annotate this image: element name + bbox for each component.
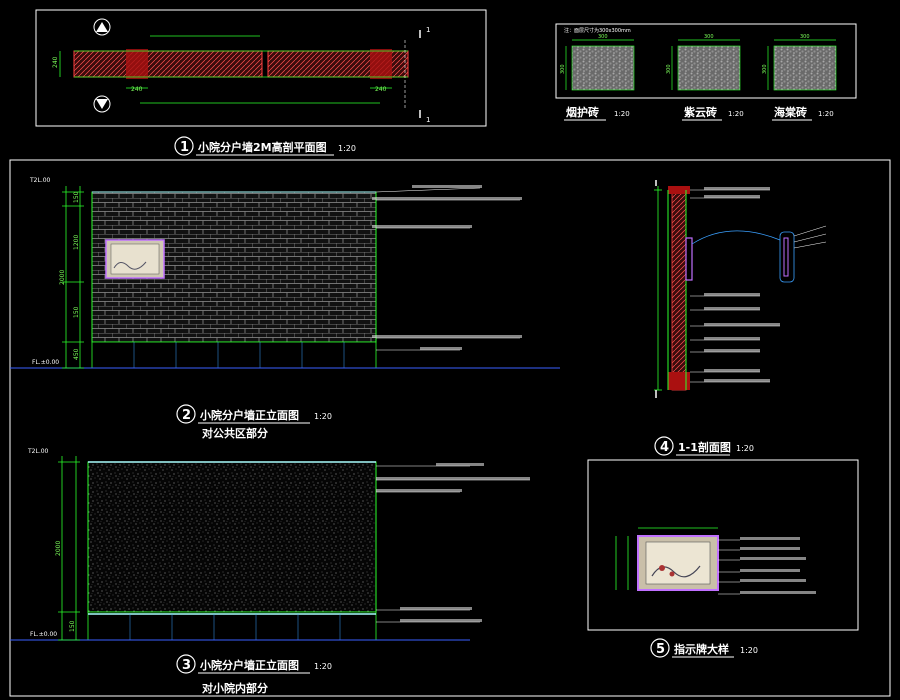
- view3-number: 3: [182, 658, 191, 673]
- swatch3-name: 海棠砖: [774, 105, 807, 119]
- elev2-bottom-level: FL.±0.00: [32, 359, 59, 366]
- plan-dim-right: 240: [375, 86, 387, 93]
- view1-title: 小院分户墙2M高剖平面图: [197, 140, 327, 154]
- view3-scale: 1:20: [314, 662, 332, 671]
- elev3-dim-base: 150: [69, 620, 76, 632]
- main-frame: [9, 159, 891, 697]
- view1-number: 1: [180, 140, 189, 155]
- plan-dim-left: 240: [131, 86, 143, 93]
- swatch-header-note: 注：面层尺寸为300x300mm: [564, 27, 631, 34]
- swatch2-width: 300: [704, 34, 714, 40]
- swatch3-scale: 1:20: [818, 110, 834, 118]
- view2-number: 2: [182, 408, 191, 423]
- swatch2-height: 300: [666, 64, 672, 74]
- section-view: [654, 180, 827, 398]
- plan-view: [35, 9, 487, 127]
- elev2-dim-lower: 150: [73, 306, 80, 318]
- view1-scale: 1:20: [338, 144, 356, 153]
- swatch1-height: 300: [560, 64, 566, 74]
- plan-dim-thickness: 240: [52, 56, 59, 68]
- swatch2-scale: 1:20: [728, 110, 744, 118]
- plan-section-mark-top: 1: [426, 26, 430, 34]
- elev2-dim-base: 450: [73, 348, 80, 360]
- view5-title: 指示牌大样: [674, 642, 729, 656]
- swatch1-scale: 1:20: [614, 110, 630, 118]
- swatch1-name: 烟护砖: [566, 105, 599, 119]
- view2-subtitle: 对公共区部分: [202, 426, 268, 440]
- elev3-dim-total: 2000: [55, 541, 62, 556]
- plan-section-mark-bottom: 1: [426, 116, 430, 124]
- sign-detail-view: [587, 459, 859, 631]
- elev2-top-level: T2L.00: [29, 177, 51, 184]
- swatch3-width: 300: [800, 34, 810, 40]
- elev2-dim-upper: 1200: [73, 235, 80, 250]
- view4-title: 1-1剖面图: [678, 440, 731, 454]
- view3-subtitle: 对小院内部分: [202, 681, 268, 695]
- view4-number: 4: [660, 440, 669, 455]
- swatch3-height: 300: [762, 64, 768, 74]
- swatch2-name: 紫云砖: [684, 105, 717, 119]
- view5-number: 5: [656, 642, 665, 657]
- elev2-dim-top: 150: [73, 191, 80, 203]
- elev3-bottom-level: FL.±0.00: [30, 631, 57, 638]
- elevation-courtyard-side: [10, 456, 530, 641]
- elev3-top-level: T2L.00: [27, 448, 49, 455]
- view4-scale: 1:20: [736, 444, 754, 453]
- swatch1-width: 300: [598, 34, 608, 40]
- view3-title: 小院分户墙正立面图: [199, 658, 299, 672]
- view2-title: 小院分户墙正立面图: [199, 408, 299, 422]
- view2-scale: 1:20: [314, 412, 332, 421]
- elev2-dim-total: 2000: [59, 270, 66, 285]
- swatch-panel: [555, 23, 857, 99]
- view5-scale: 1:20: [740, 646, 758, 655]
- elevation-public-side: [10, 185, 560, 369]
